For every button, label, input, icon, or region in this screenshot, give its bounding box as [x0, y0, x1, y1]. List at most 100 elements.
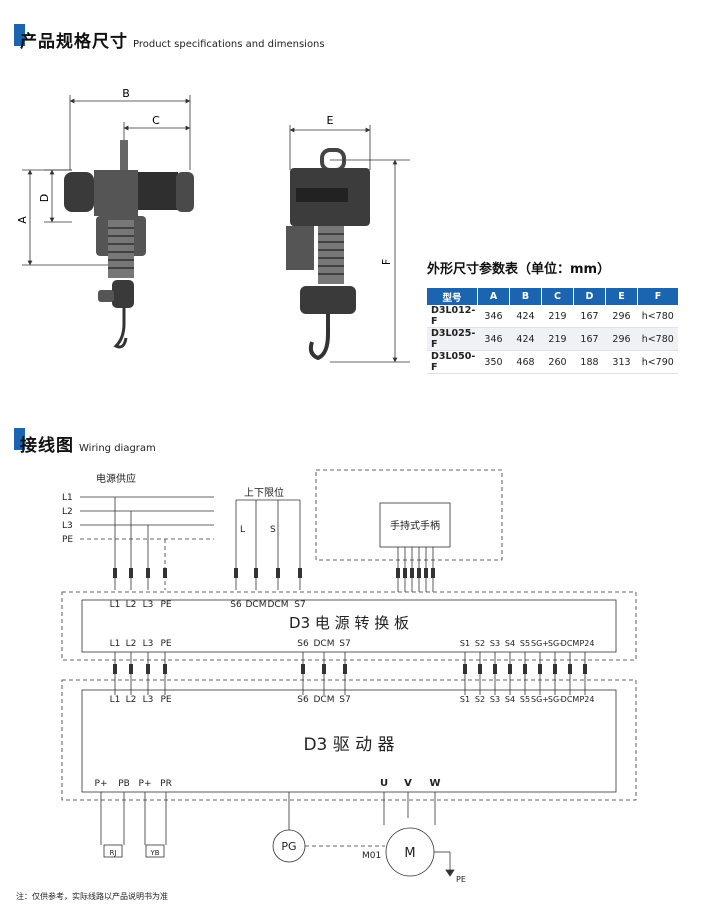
table-cell: D3L012-F	[427, 305, 478, 328]
supply-line-label: L1	[62, 493, 73, 503]
power-board-title: D3 电 源 转 换 板	[289, 614, 409, 632]
terminal-label: DCM	[314, 695, 335, 705]
table-cell: D3L025-F	[427, 327, 478, 351]
terminal-label: DCM	[246, 600, 267, 610]
terminal-label: L3	[143, 639, 154, 649]
power-supply-label: 电源供应	[96, 472, 136, 485]
section-accent-bar	[14, 24, 25, 46]
supply-line-label: PE	[62, 535, 73, 545]
table-row: D3L025-F 346 424 219 167 296 h<780	[427, 327, 678, 351]
section-accent-bar	[14, 428, 25, 450]
pe-ground-label: PE	[456, 875, 466, 884]
table-cell: h<790	[637, 350, 678, 374]
table-cell: 260	[541, 350, 574, 374]
section-title-cn: 产品规格尺寸	[20, 32, 128, 52]
col-header: D	[573, 288, 606, 305]
table-row: D3L050-F 350 468 260 188 313 h<790	[427, 350, 678, 374]
table-cell: 350	[477, 350, 510, 374]
dim-label-a: A	[16, 216, 29, 224]
terminal-label: S3	[490, 695, 500, 704]
terminal-label: PE	[160, 639, 171, 649]
terminal-label: SG+	[531, 639, 549, 648]
table-cell: 346	[477, 305, 510, 328]
table-cell: 296	[605, 305, 638, 328]
table-cell: h<780	[637, 305, 678, 328]
table-cell: 188	[573, 350, 606, 374]
terminal-label: SG-	[548, 695, 562, 704]
col-header: C	[541, 288, 574, 305]
terminal-label: L1	[110, 695, 121, 705]
terminal-label: L3	[143, 600, 154, 610]
terminal-label: L2	[126, 639, 137, 649]
section-header-specs: 产品规格尺寸 Product specifications and dimens…	[14, 22, 325, 52]
terminal-label: S7	[339, 639, 350, 649]
terminal-label: SG+	[531, 695, 549, 704]
terminal-label: S4	[505, 639, 515, 648]
terminal-label: PR	[160, 779, 172, 789]
table-cell: h<780	[637, 327, 678, 351]
table-cell: 219	[541, 327, 574, 351]
terminal-label: SG-	[548, 639, 562, 648]
supply-line-label: L3	[62, 521, 73, 531]
terminal-label: S1	[460, 639, 470, 648]
terminal-label: S6	[297, 639, 309, 649]
terminal-label: PE	[160, 600, 171, 610]
terminal-label: L3	[143, 695, 154, 705]
yb-label: YB	[149, 849, 159, 857]
terminal-label: S1	[460, 695, 470, 704]
dims-table-header: 型号 A B C D E F	[427, 288, 678, 305]
phase-label: U	[380, 778, 388, 789]
table-cell: 167	[573, 305, 606, 328]
supply-line-label: L2	[62, 507, 73, 517]
terminal-label: P+	[95, 779, 108, 789]
dims-table: 型号 A B C D E F D3L012-F 346 424 219 167 …	[427, 288, 678, 374]
handheld-label: 手持式手柄	[390, 519, 440, 532]
table-cell: 346	[477, 327, 510, 351]
terminal-label: S2	[475, 639, 485, 648]
table-cell: 468	[509, 350, 542, 374]
phase-label: W	[429, 778, 440, 789]
col-header: E	[605, 288, 638, 305]
terminal-label: P+	[139, 779, 152, 789]
table-cell: 424	[509, 327, 542, 351]
table-cell: 424	[509, 305, 542, 328]
terminal-label: S2	[475, 695, 485, 704]
dim-label-e: E	[327, 114, 334, 127]
col-header: 型号	[427, 288, 478, 305]
phase-label: V	[404, 778, 412, 789]
terminal-label: DCM	[561, 639, 580, 648]
footnote: 注：仅供参考，实际线路以产品说明书为准	[16, 892, 168, 901]
terminal-label: P24	[579, 695, 594, 704]
table-cell: 313	[605, 350, 638, 374]
dims-table-title: 外形尺寸参数表（单位：mm）	[427, 262, 611, 277]
section-title-en: Wiring diagram	[79, 443, 156, 454]
terminal-label: DCM	[314, 639, 335, 649]
col-header: F	[637, 288, 678, 305]
terminal-label: PB	[118, 779, 130, 789]
terminal-label: S3	[490, 639, 500, 648]
limit-switch-label: 上下限位	[244, 486, 284, 499]
table-cell: 296	[605, 327, 638, 351]
terminal-label: P24	[579, 639, 594, 648]
terminal-label: L2	[126, 695, 137, 705]
terminal-label: S7	[294, 600, 305, 610]
terminal-label: S5	[520, 695, 530, 704]
terminal-label: S5	[520, 639, 530, 648]
terminal-label: L2	[126, 600, 137, 610]
dim-label-c: C	[152, 114, 160, 127]
terminal-label: DCM	[268, 600, 289, 610]
table-row: D3L012-F 346 424 219 167 296 h<780	[427, 305, 678, 328]
pg-label: PG	[281, 840, 296, 853]
table-cell: 167	[573, 327, 606, 351]
table-cell: D3L050-F	[427, 350, 478, 374]
dim-label-d: D	[38, 194, 51, 202]
terminal-label: PE	[160, 695, 171, 705]
rj-label: RJ	[110, 849, 117, 857]
driver-title: D3 驱 动 器	[303, 735, 394, 755]
section-title-en: Product specifications and dimensions	[133, 39, 325, 50]
table-cell: 219	[541, 305, 574, 328]
motor-label: M	[404, 846, 415, 861]
terminal-label: L1	[110, 600, 121, 610]
dim-label-f: F	[380, 259, 393, 265]
col-header: A	[477, 288, 510, 305]
